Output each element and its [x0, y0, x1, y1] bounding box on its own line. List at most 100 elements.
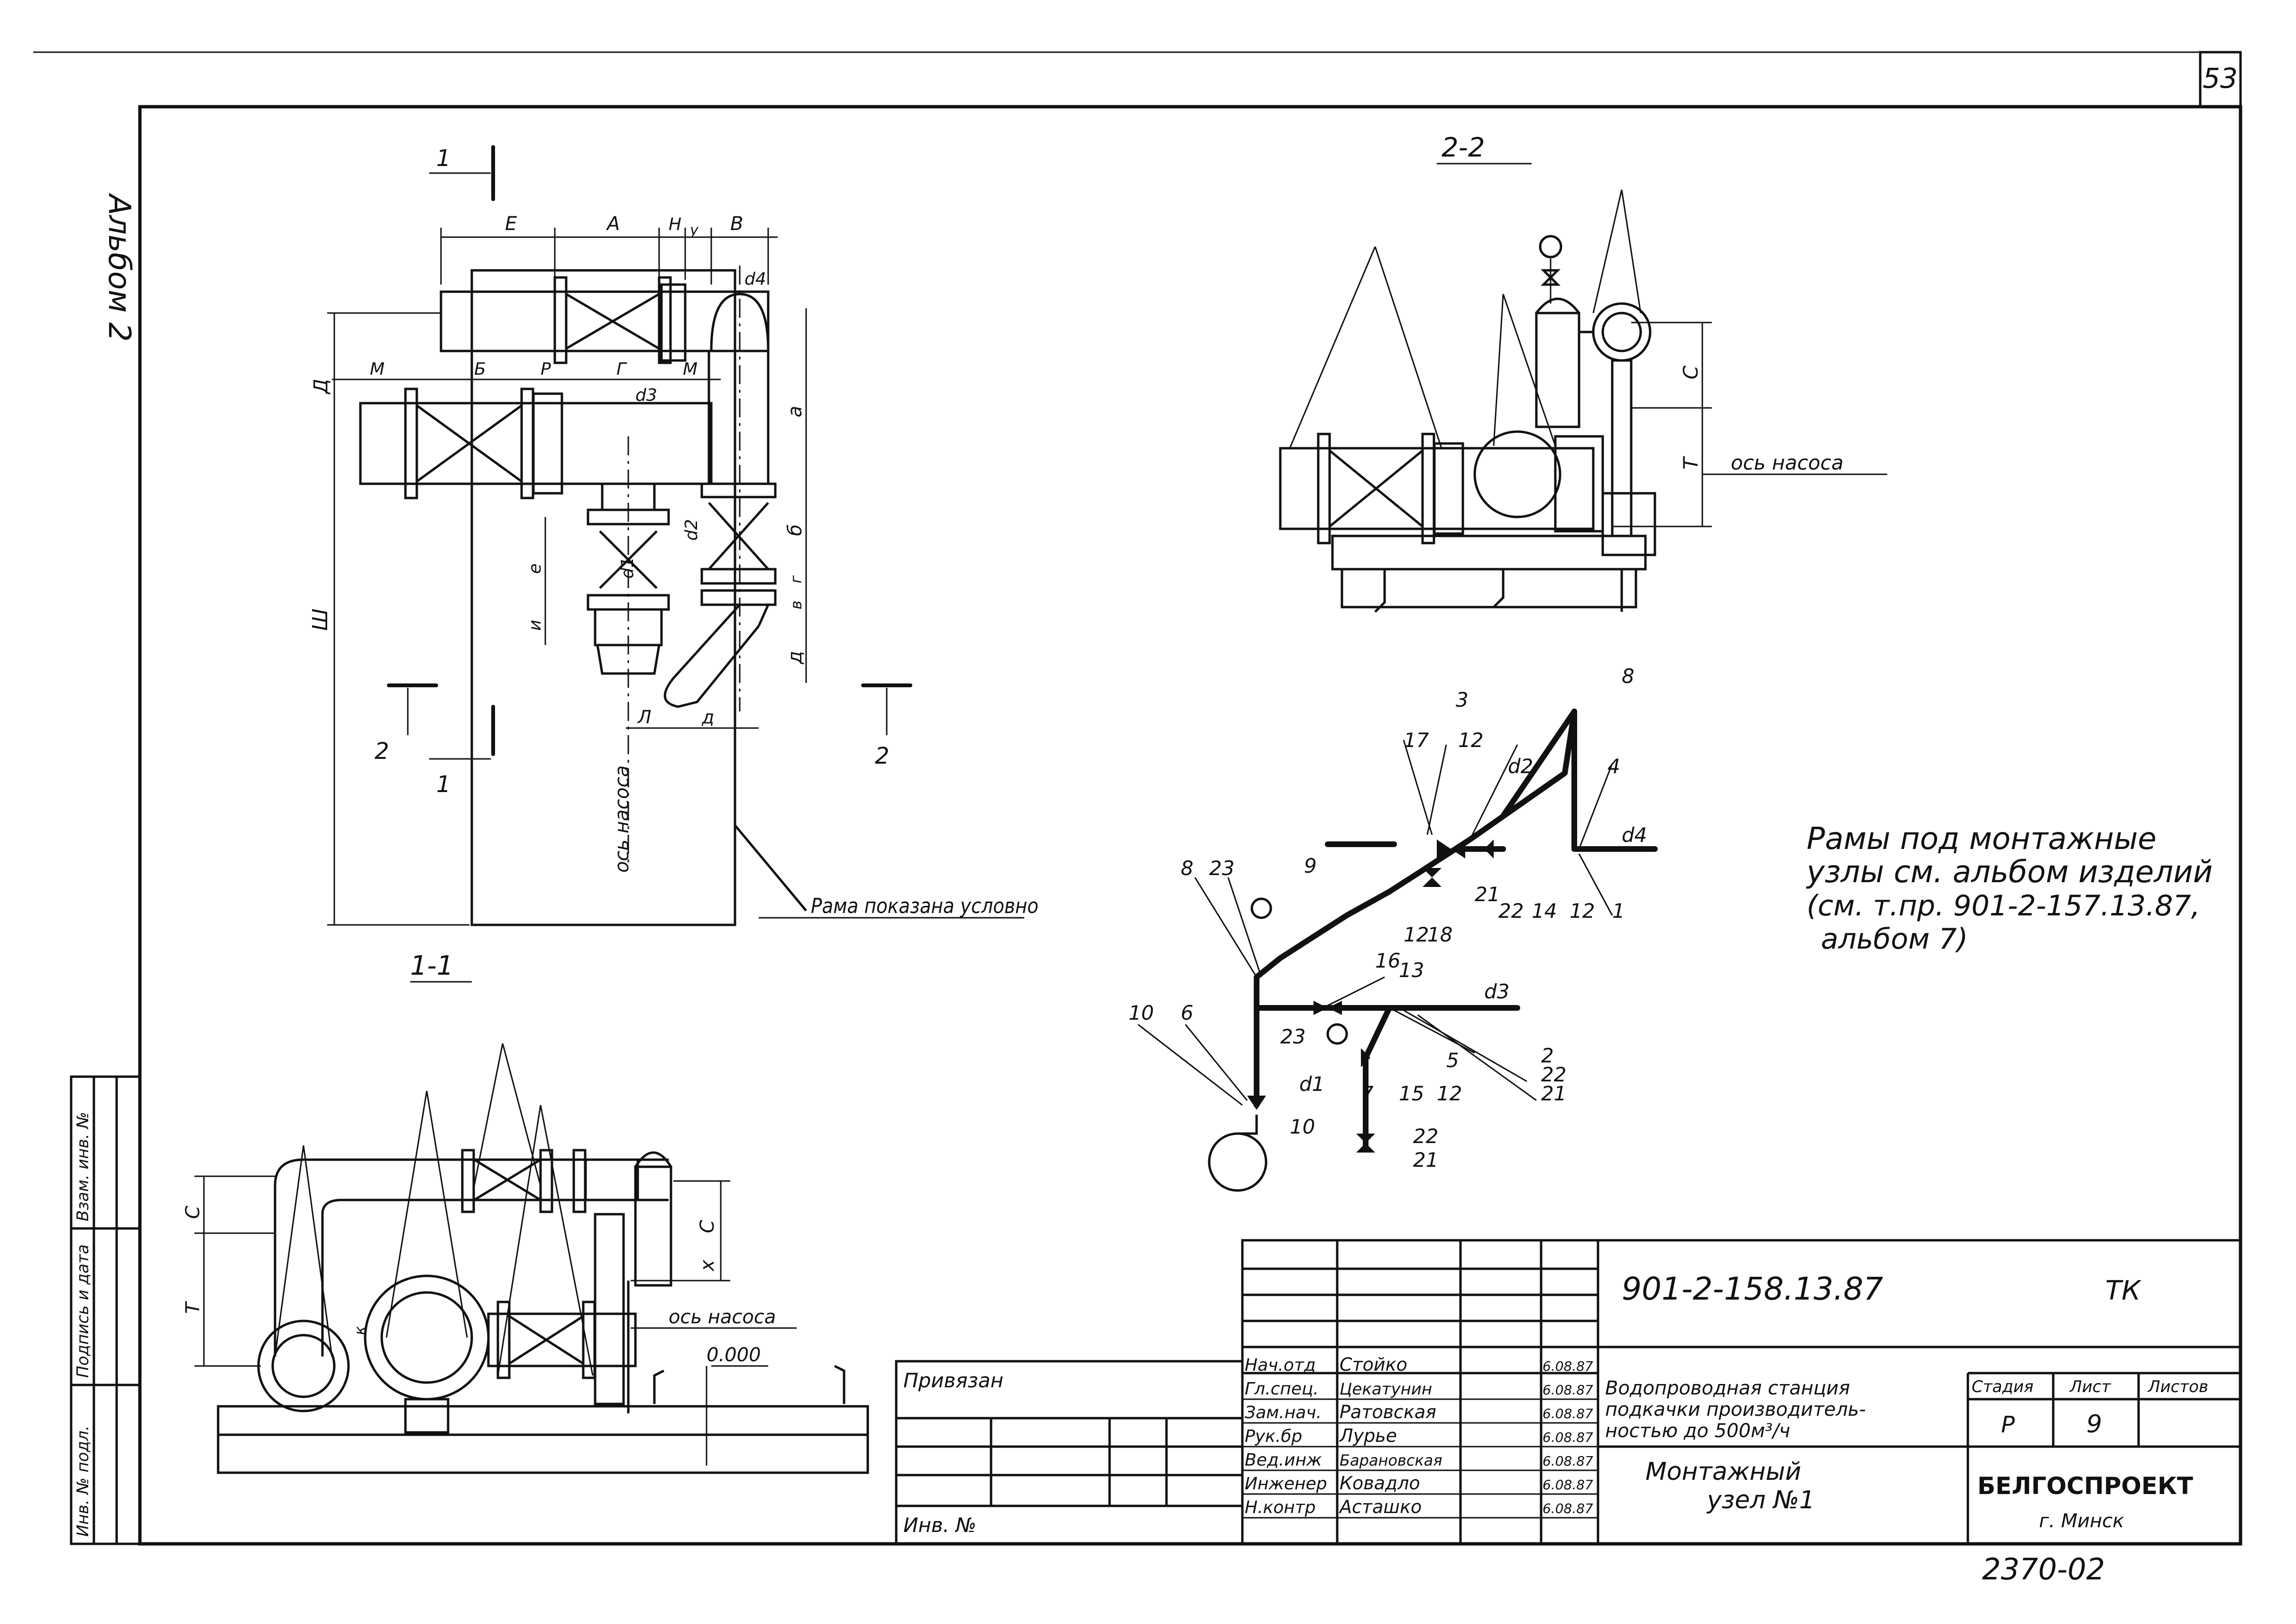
dim-1-1-k: к [351, 1326, 369, 1335]
plan-view: Е А Н у В М Б Р Г М Д Ш а б г в д е и Л … [308, 145, 1038, 926]
callout-4: 4 [1607, 755, 1620, 778]
page-number: 53 [2203, 62, 2238, 94]
dim-g: Г [616, 360, 627, 379]
inventory-number: 2370-02 [1982, 1552, 2105, 1587]
staff-6-name: Асташко [1338, 1496, 1422, 1517]
callout-2: 2 [1541, 1044, 1554, 1067]
callout-12-top: 12 [1458, 729, 1483, 752]
note-line-3: (см. т.пр. 901-2-157.13.87, [1807, 889, 2200, 923]
frame-note: Рама показана условно [811, 894, 1038, 918]
staff-2-date: 6.08.87 [1543, 1406, 1593, 1421]
staff-0-name: Стойко [1340, 1354, 1407, 1375]
callout-10: 10 [1129, 1001, 1154, 1024]
dim-m1: М [370, 360, 385, 379]
staff-4-date: 6.08.87 [1543, 1453, 1593, 1469]
stamp-podpis: Подпись и дата [73, 1244, 92, 1378]
dim-v: В [730, 213, 743, 235]
stage-label: Стадия [1972, 1377, 2033, 1396]
section-mark-2-right: 2 [875, 743, 890, 769]
note-line-4: альбом 7) [1821, 923, 1968, 956]
staff-0-role: Нач.отд [1245, 1356, 1316, 1375]
sheet-name-2: узел №1 [1706, 1486, 1815, 1514]
dim-m2: М [683, 360, 698, 379]
staff-4-role: Вед.инж [1245, 1450, 1322, 1470]
dim-v-right: в [787, 600, 805, 609]
callout-18: 16 [1375, 949, 1400, 972]
dim-2-2-c: С [1679, 365, 1702, 379]
dim-b: Б [474, 360, 486, 379]
dim-g-right: г [787, 575, 805, 583]
section-mark-1-bottom: 1 [436, 771, 451, 798]
callout-8: 8 [1181, 857, 1194, 880]
stamp-vzam: Взам. инв. № [73, 1112, 92, 1221]
callout-21-a: 21 [1475, 883, 1500, 906]
project-title-3: ностью до 500м³/ч [1605, 1420, 1790, 1442]
sheet-value: 9 [2086, 1410, 2102, 1439]
inv-no-label: Инв. № [903, 1513, 976, 1537]
dim-i-small: и [525, 620, 545, 631]
stamp-inv-podl: Инв. № подл. [73, 1425, 92, 1537]
callout-22-b: 22 [1541, 1063, 1566, 1086]
project-title-2: подкачки производитель- [1605, 1399, 1866, 1421]
label-plan-d2: d2 [682, 519, 701, 541]
staff-3-date: 6.08.87 [1543, 1430, 1593, 1445]
isometric-scheme: 8 3 17 12 4 d2 d4 9 8 23 12 18 21 22 14 … [1129, 664, 1658, 1192]
staff-3-name: Лурье [1339, 1425, 1397, 1446]
dim-1-1-t: Т [182, 1301, 204, 1314]
staff-0-date: 6.08.87 [1543, 1358, 1593, 1374]
dim-r: Р [541, 360, 551, 379]
label-plan-d4: d4 [744, 269, 766, 289]
callout-7: 7 [1361, 1082, 1374, 1105]
staff-6-date: 6.08.87 [1543, 1501, 1593, 1516]
staff-1-date: 6.08.87 [1543, 1382, 1593, 1398]
label-plan-d1: d1 [618, 557, 637, 579]
dim-n: Н [669, 215, 681, 234]
dim-e: Е [505, 213, 517, 235]
callout-17: 15 [1399, 1082, 1424, 1105]
stage-value: Р [2001, 1412, 2015, 1438]
callout-21-c: 21 [1413, 1148, 1438, 1172]
callout-1: 1 [1612, 899, 1625, 923]
section-2-2-view: 2-2 [1279, 132, 1887, 613]
staff-1-role: Гл.спец. [1245, 1379, 1319, 1399]
callout-16: 14 [1532, 899, 1557, 923]
doc-mark: ТК [2105, 1275, 2141, 1306]
callout-23-a: 23 [1209, 857, 1234, 880]
dim-u: у [689, 222, 699, 239]
section-mark-2-left: 2 [375, 738, 389, 765]
note-line-1: Рамы под монтажные [1807, 821, 2157, 857]
callout-11: 10 [1290, 1115, 1315, 1138]
iso-d1: d1 [1299, 1072, 1324, 1096]
dim-1-1-c: С [182, 1206, 204, 1219]
album-note: Альбом 2 [101, 193, 137, 341]
note-line-2: узлы см. альбом изделий [1806, 855, 2213, 890]
staff-4-name: Барановская [1340, 1451, 1442, 1469]
staff-5-name: Ковадло [1340, 1473, 1420, 1494]
dim-2-2-t: Т [1679, 456, 1702, 470]
section-mark-1-top: 1 [436, 145, 451, 172]
dim-d-bottom: д [701, 707, 714, 728]
dim-a-right: а [784, 406, 806, 417]
org-city: г. Минск [2039, 1510, 2124, 1532]
doc-code: 901-2-158.13.87 [1622, 1271, 1883, 1307]
callout-23-b: 23 [1280, 1025, 1305, 1048]
section-2-2-title: 2-2 [1442, 132, 1485, 163]
iso-d4: d4 [1622, 823, 1647, 847]
staff-2-name: Ратовская [1340, 1402, 1436, 1422]
level-0000: 0.000 [707, 1344, 761, 1366]
callout-22-c: 22 [1413, 1125, 1438, 1148]
dim-a: А [606, 213, 620, 235]
callout-8-top: 8 [1622, 664, 1635, 688]
callout-12: 12 [1404, 923, 1429, 946]
dim-l-bottom: Л [637, 707, 652, 728]
callout-15: 13 [1399, 959, 1424, 982]
dim-1-1-x: х [697, 1260, 718, 1272]
section-1-1-title: 1-1 [410, 950, 453, 981]
iso-d2: d2 [1508, 755, 1533, 778]
side-stamp: Инв. № подл. Подпись и дата Взам. инв. № [70, 1075, 141, 1545]
callout-19: 17 [1404, 729, 1429, 752]
iso-d3: d3 [1484, 980, 1509, 1003]
callout-14: 12 [1437, 1082, 1462, 1105]
callout-9: 9 [1304, 854, 1317, 877]
